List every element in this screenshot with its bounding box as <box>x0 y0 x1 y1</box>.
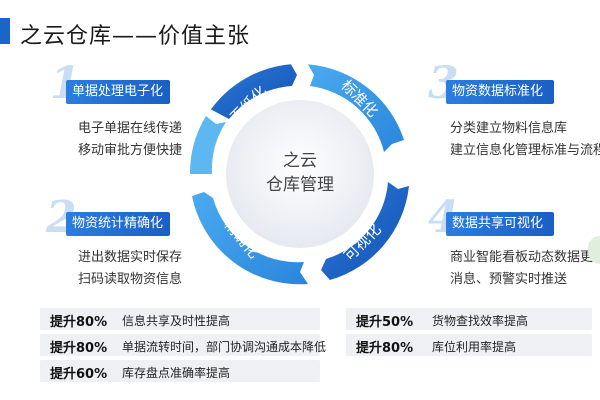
step-1-title-bar <box>66 80 170 104</box>
stat-right-1-value: 提升50% <box>356 315 414 330</box>
step-1-title: 单据处理电子化 <box>72 84 164 99</box>
page-title: 之云仓库——价值主张 <box>20 24 251 49</box>
ring-segment-top-right <box>308 64 404 152</box>
stat-left-2-value: 提升80% <box>50 341 108 356</box>
step-2-title: 物资统计精确化 <box>72 216 164 231</box>
step-4-title-bar <box>446 212 554 236</box>
stat-right-2-value: 提升80% <box>356 341 414 356</box>
stat-row-left-3 <box>40 360 320 382</box>
stat-row-right-1 <box>346 308 592 330</box>
step-1-item-2: 移动审批方便快捷 <box>78 143 183 158</box>
center-label-line-1: 之云 <box>283 151 317 171</box>
stat-row-left-1 <box>40 308 320 330</box>
step-3-item-2: 建立信息化管理标准与流程 <box>450 143 600 158</box>
stat-left-1-value: 提升80% <box>50 315 108 330</box>
edge-decoration <box>588 236 600 264</box>
stat-row-right-2 <box>346 334 592 356</box>
step-3-item-1: 分类建立物料信息库 <box>450 121 568 136</box>
ring-segment-left <box>189 116 226 174</box>
step-2-title-bar <box>66 212 170 236</box>
stat-left-3-value: 提升60% <box>50 367 108 382</box>
ring-segment-bottom-left <box>192 192 308 285</box>
title-accent-bar <box>0 18 10 44</box>
stat-left-2-text: 单据流转时间，部门协调沟通成本降低 <box>122 340 327 354</box>
step-2-item-2: 扫码读取物资信息 <box>78 272 183 287</box>
step-4-item-2: 消息、预警实时推送 <box>450 272 568 287</box>
step-4-title: 数据共享可视化 <box>452 216 544 231</box>
stat-left-3-text: 库存盘点准确率提高 <box>122 366 231 380</box>
stat-right-2-text: 库位利用率提高 <box>432 340 517 354</box>
ring-segment-top-left <box>210 64 297 119</box>
step-4-item-1: 商业智能看板动态数据更新 <box>450 250 600 265</box>
step-3-title: 物资数据标准化 <box>452 84 544 99</box>
stat-left-1-text: 信息共享及时性提高 <box>122 314 231 328</box>
stat-row-left-2 <box>40 334 320 356</box>
cycle-diagram: 无纸化 标准化 可视化 精确化 之云 仓库管理 <box>189 64 409 285</box>
stat-right-1-text: 货物查找效率提高 <box>432 314 529 328</box>
step-2-item-1: 进出数据实时保存 <box>78 250 183 265</box>
step-3-title-bar <box>446 80 554 104</box>
step-1-item-1: 电子单据在线传递 <box>78 121 183 136</box>
center-label-line-2: 仓库管理 <box>266 175 334 195</box>
ring-segment-bottom-right <box>321 182 409 280</box>
